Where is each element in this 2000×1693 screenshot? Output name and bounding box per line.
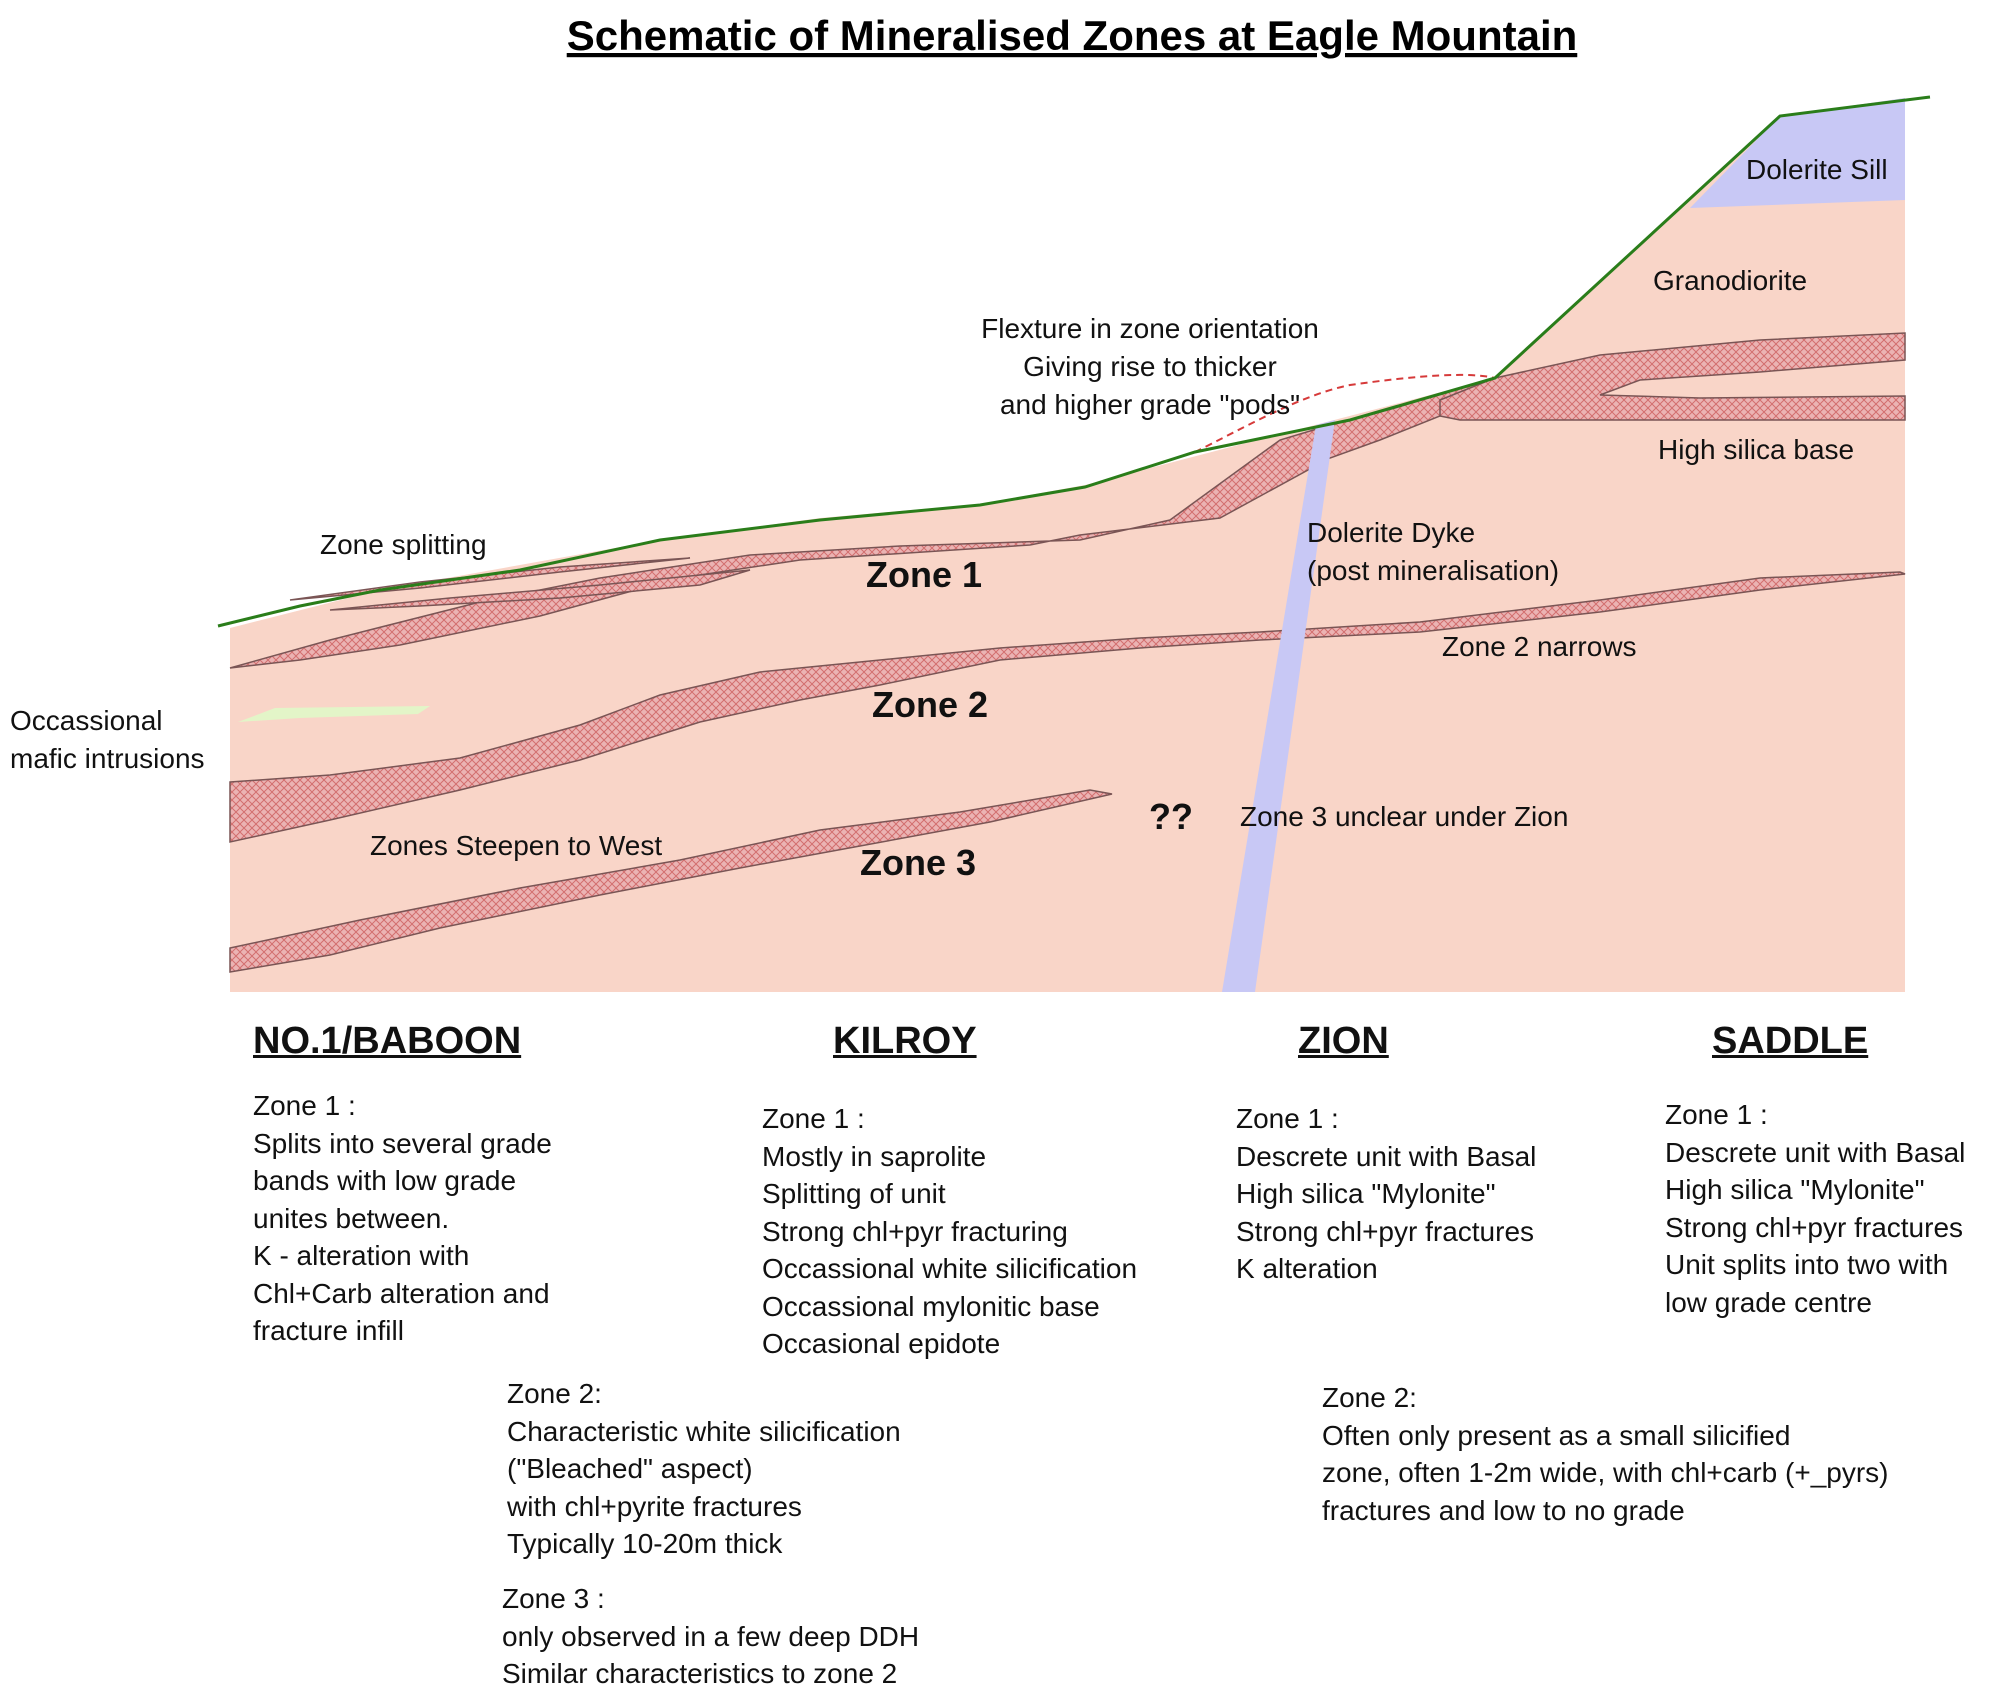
dolerite-sill bbox=[1690, 98, 1905, 208]
note-line: unites between. bbox=[253, 1202, 450, 1234]
note-line: Zone 1 : bbox=[1665, 1099, 1768, 1130]
note-line: Strong chl+pyr fractures bbox=[1236, 1215, 1535, 1247]
flexure-label-line-2: Giving rise to thicker bbox=[1023, 351, 1277, 382]
dolerite-sill-label: Dolerite Sill bbox=[1746, 154, 1888, 185]
note-line: K alteration bbox=[1236, 1253, 1378, 1284]
note-line: Zone 1 : bbox=[762, 1103, 865, 1134]
zones-steepen-label: Zones Steepen to West bbox=[370, 830, 662, 861]
note-kilroy-zone-1: Zone 1 : Mostly in saprolite Splitting o… bbox=[762, 1100, 1137, 1363]
zone-3-label: Zone 3 bbox=[860, 842, 976, 883]
dolerite-dyke bbox=[1222, 420, 1335, 992]
flexure-label-line-1: Flexture in zone orientation bbox=[981, 313, 1319, 344]
note-line: Unit splits into two with bbox=[1665, 1249, 1949, 1280]
zone-3-band bbox=[229, 789, 1113, 973]
note-line: Zone 1 : bbox=[1236, 1103, 1339, 1134]
zone-1-label: Zone 1 bbox=[866, 554, 982, 595]
note-line: bands with low grade bbox=[253, 1165, 517, 1196]
granodiorite-label: Granodiorite bbox=[1653, 265, 1807, 296]
note-line: Splitting of unit bbox=[762, 1178, 946, 1209]
note-line: Occassional white silicification bbox=[762, 1253, 1138, 1284]
mafic-intrusions-label-line-2: mafic intrusions bbox=[10, 743, 205, 774]
note-line: with chl+pyrite fractures bbox=[507, 1490, 802, 1522]
note-west-zone-2: Zone 2: Characteristic white silicificat… bbox=[507, 1375, 901, 1563]
note-line: Zone 2: bbox=[507, 1378, 602, 1409]
note-line: Mostly in saprolite bbox=[762, 1140, 987, 1172]
note-line: High silica "Mylonite" bbox=[1665, 1174, 1925, 1205]
zone-1-split-middle bbox=[329, 569, 751, 611]
note-line: Typically 10-20m thick bbox=[507, 1528, 783, 1559]
note-line: ("Bleached" aspect) bbox=[507, 1453, 753, 1484]
note-line: Occasional epidote bbox=[762, 1328, 1001, 1359]
question-marks: ?? bbox=[1149, 796, 1193, 837]
area-heading-kilroy: KILROY bbox=[833, 1020, 977, 1062]
zone-2-narrows-label: Zone 2 narrows bbox=[1442, 631, 1637, 662]
note-saddle-zone-1: Zone 1 : Descrete unit with Basal High s… bbox=[1665, 1096, 1965, 1321]
note-line: Descrete unit with Basal bbox=[1665, 1136, 1966, 1168]
mafic-intrusions-label-line-1: Occassional bbox=[10, 705, 163, 736]
note-line: Often only present as a small silicified bbox=[1322, 1419, 1791, 1451]
note-line: Zone 1 : bbox=[253, 1090, 356, 1121]
zone-splitting-label: Zone splitting bbox=[320, 529, 487, 560]
zone-1-east-band bbox=[1439, 332, 1906, 421]
area-heading-saddle: SADDLE bbox=[1712, 1020, 1869, 1062]
flexure-dashed-outline bbox=[1194, 373, 1496, 453]
note-line: Strong chl+pyr fractures bbox=[1665, 1211, 1964, 1243]
note-line: fracture infill bbox=[253, 1315, 404, 1346]
high-silica-base-label: High silica base bbox=[1658, 434, 1854, 465]
flexure-label-line-3: and higher grade "pods" bbox=[1000, 389, 1300, 420]
mafic-intrusion bbox=[238, 706, 430, 722]
zone-2-label: Zone 2 bbox=[872, 684, 988, 725]
note-line: Zone 3 : bbox=[502, 1583, 605, 1614]
zone-3-unclear-label: Zone 3 unclear under Zion bbox=[1240, 801, 1568, 832]
dolerite-dyke-label-line-1: Dolerite Dyke bbox=[1307, 517, 1475, 548]
note-baboon-zone-1: Zone 1 : Splits into several grade bands… bbox=[253, 1087, 552, 1350]
note-line: Occassional mylonitic base bbox=[762, 1290, 1100, 1322]
note-line: High silica "Mylonite" bbox=[1236, 1178, 1496, 1209]
note-line: Chl+Carb alteration and bbox=[253, 1277, 550, 1309]
note-line: Similar characteristics to zone 2 bbox=[502, 1658, 898, 1689]
note-west-zone-3: Zone 3 : only observed in a few deep DDH… bbox=[502, 1580, 919, 1693]
note-line: Descrete unit with Basal bbox=[1236, 1140, 1537, 1172]
note-line: only observed in a few deep DDH bbox=[502, 1620, 920, 1652]
note-line: Zone 2: bbox=[1322, 1382, 1417, 1413]
note-line: fractures and low to no grade bbox=[1322, 1494, 1685, 1526]
dolerite-dyke-label-line-2: (post mineralisation) bbox=[1307, 555, 1559, 586]
diagram-title: Schematic of Mineralised Zones at Eagle … bbox=[567, 12, 1578, 59]
area-heading-baboon: NO.1/BABOON bbox=[253, 1020, 522, 1062]
area-heading-zion: ZION bbox=[1298, 1020, 1389, 1062]
note-line: zone, often 1-2m wide, with chl+carb (+_… bbox=[1322, 1457, 1889, 1488]
host-rock-granodiorite bbox=[230, 98, 1905, 992]
note-zion-zone-1: Zone 1 : Descrete unit with Basal High s… bbox=[1236, 1100, 1536, 1288]
note-line: low grade centre bbox=[1665, 1286, 1873, 1318]
note-line: Characteristic white silicification bbox=[507, 1415, 901, 1447]
note-east-zone-2: Zone 2: Often only present as a small si… bbox=[1322, 1379, 1888, 1529]
note-line: K - alteration with bbox=[253, 1240, 470, 1271]
zone-2-band bbox=[229, 571, 1906, 843]
note-line: Splits into several grade bbox=[253, 1127, 552, 1159]
note-line: Strong chl+pyr fracturing bbox=[762, 1215, 1068, 1247]
ground-surface-line bbox=[217, 95, 1931, 628]
